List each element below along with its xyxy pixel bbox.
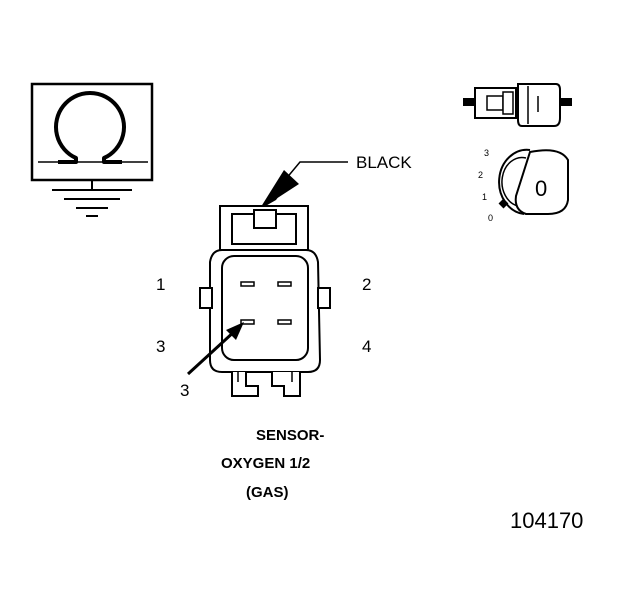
pin-label-4: 4 [362,337,371,356]
wire-color-label: BLACK [356,153,412,172]
dial-reading: 0 [535,176,547,201]
dial-scale-0: 0 [488,213,493,223]
pin-cavity-1 [240,281,255,287]
dial-scale-3: 3 [484,148,489,158]
pin-cavity-4 [277,319,292,325]
figure-number: 104170 [510,508,583,533]
ohmmeter-icon [30,82,154,217]
caption-line-3: (GAS) [246,484,289,501]
pin-label-3: 3 [156,337,165,356]
caption-line-2: OXYGEN 1/2 [221,455,310,472]
sensor-connector [199,205,331,397]
pin-cavity-3 [240,319,255,325]
caption-line-1: SENSOR- [256,427,324,444]
pin-cavity-2 [277,281,292,287]
connector-pair-icon [463,83,572,127]
dial-icon: 3 2 1 0 0 [478,148,569,223]
dial-scale-1: 1 [482,192,487,202]
wire-color-callout: BLACK [259,153,412,210]
pin-label-1: 1 [156,275,165,294]
callout-label: 3 [180,381,189,400]
pin-callout: 3 [180,322,244,400]
dial-scale-2: 2 [478,170,483,180]
pin-label-2: 2 [362,275,371,294]
